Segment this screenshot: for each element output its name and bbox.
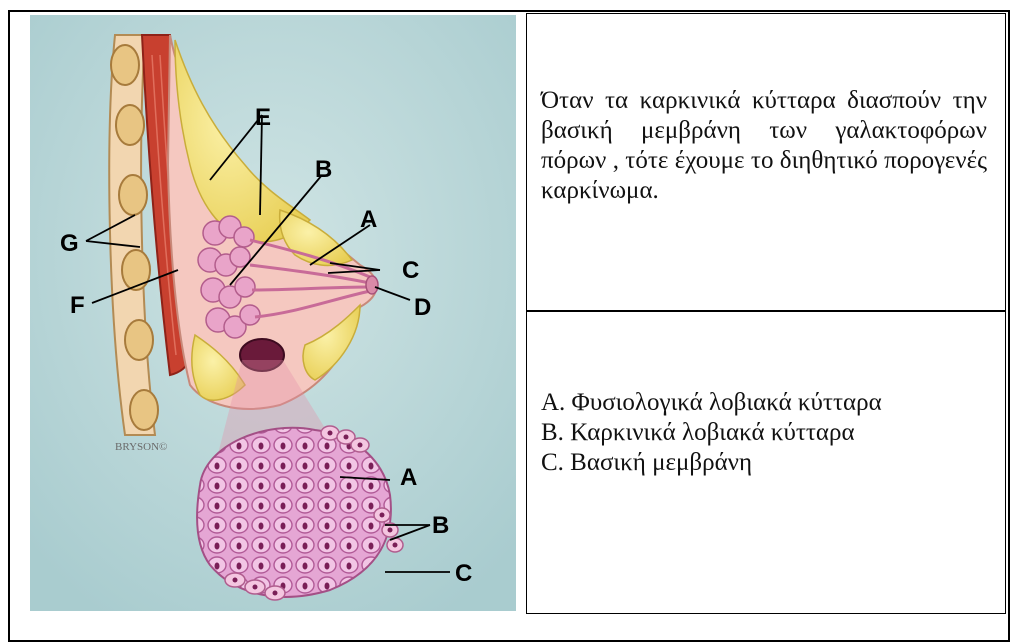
- label-f: F: [70, 292, 85, 319]
- label-a: A: [360, 206, 377, 233]
- nipple: [366, 276, 378, 294]
- inset-label-c: C: [455, 560, 472, 587]
- label-c: C: [402, 257, 419, 284]
- label-g: G: [60, 230, 79, 257]
- description-text: Όταν τα καρκινικά κύτταρα διασπούν την β…: [541, 87, 987, 204]
- label-e: E: [255, 104, 271, 131]
- legend-item-c: C. Βασική μεμβράνη: [541, 448, 993, 478]
- breast-anatomy-illustration: E B A C G F D A B C BRYSON©: [30, 15, 516, 611]
- legend-item-a: A. Φυσιολογικά λοβιακά κύτταρα: [541, 388, 993, 418]
- legend-box: A. Φυσιολογικά λοβιακά κύτταρα B. Καρκιν…: [526, 311, 1006, 614]
- legend-item-b: B. Καρκινικά λοβιακά κύτταρα: [541, 418, 993, 448]
- inset-label-b: B: [432, 512, 449, 539]
- description-box: Όταν τα καρκινικά κύτταρα διασπούν την β…: [526, 13, 1006, 311]
- inset-label-a: A: [400, 464, 417, 491]
- label-b: B: [315, 156, 332, 183]
- label-d: D: [414, 294, 431, 321]
- illustrator-credit: BRYSON©: [115, 441, 167, 453]
